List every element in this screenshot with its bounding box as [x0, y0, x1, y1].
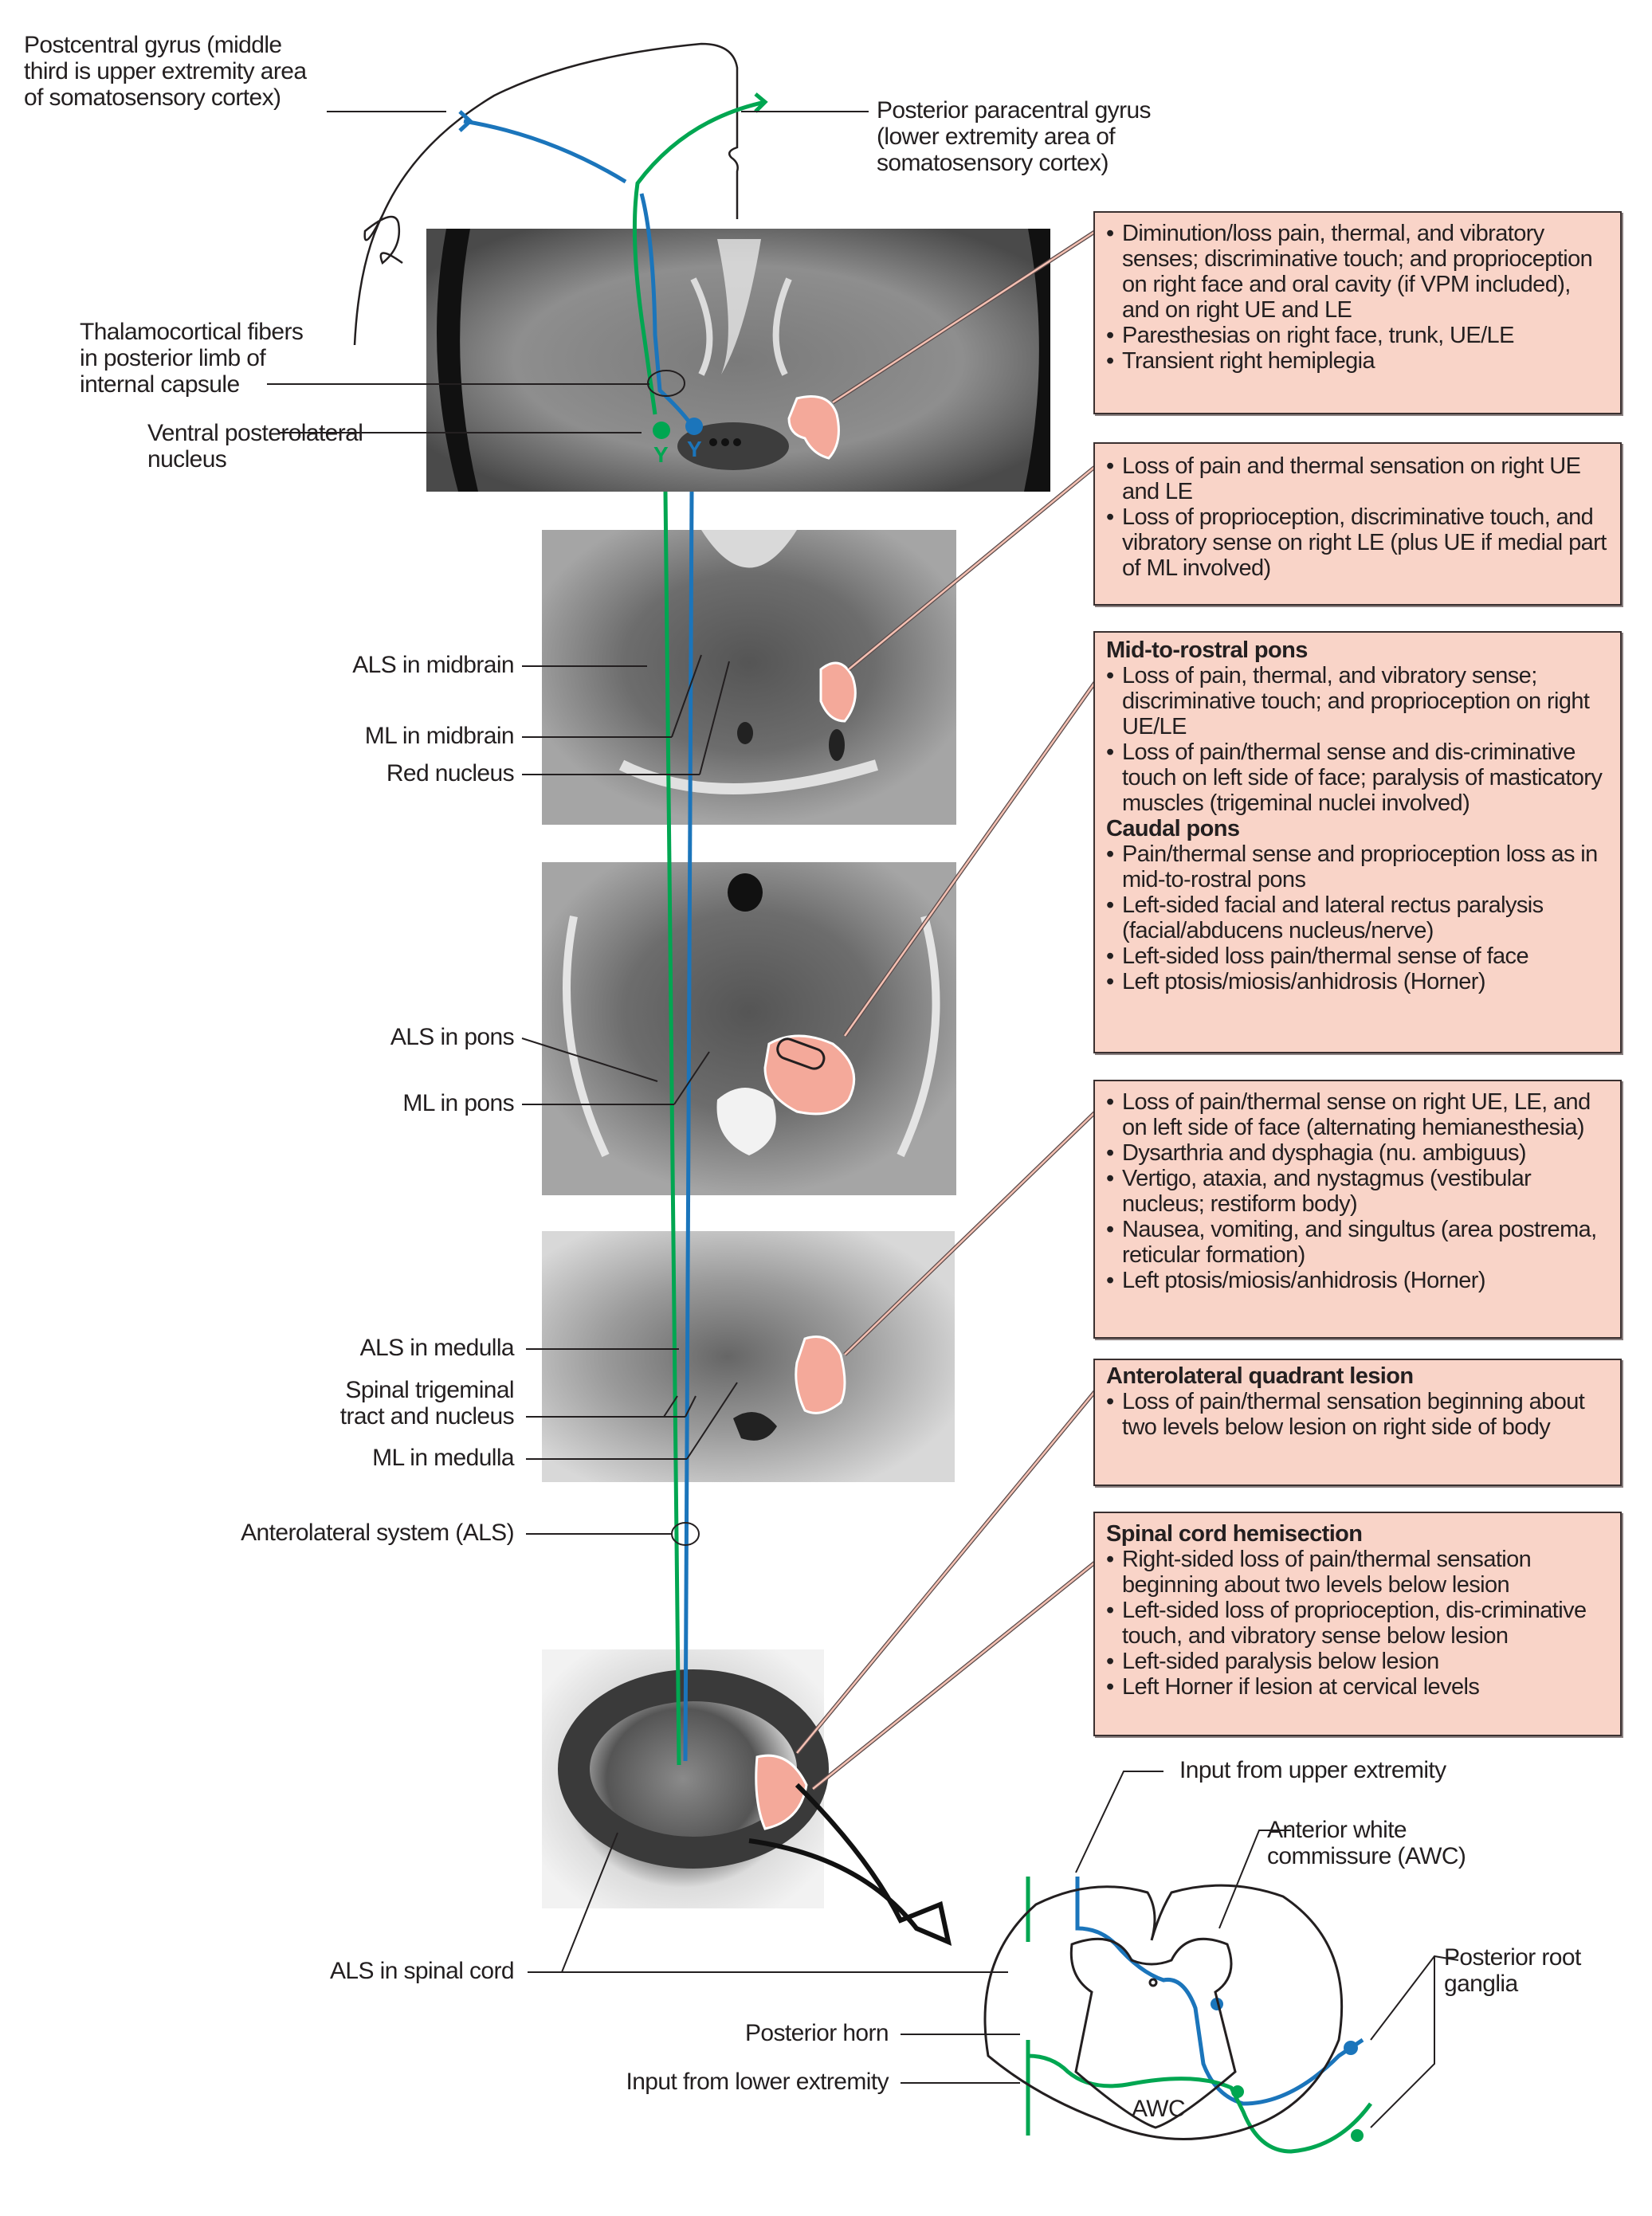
callout-item: Dysarthria and dysphagia (nu. ambiguus)	[1106, 1140, 1611, 1166]
callout-item: Transient right hemiplegia	[1106, 348, 1611, 374]
callout-thalamic-lesion: Diminution/loss pain, thermal, and vibra…	[1093, 211, 1622, 414]
forebrain-mri-panel	[426, 229, 1050, 492]
label-als-medulla: ALS in medulla	[359, 1335, 515, 1361]
cortex-outline	[353, 42, 739, 346]
callout-item: Loss of pain/thermal sense and dis-crimi…	[1106, 739, 1611, 816]
label-posterior-root-ganglia: Posterior root ganglia	[1444, 1944, 1581, 1997]
callout-item: Left-sided paralysis below lesion	[1106, 1649, 1611, 1674]
callout-item: Left-sided facial and lateral rectus par…	[1106, 892, 1611, 943]
lesion-medulla	[795, 1335, 846, 1414]
callout-heading: Spinal cord hemisection	[1106, 1521, 1363, 1547]
callout-anterolateral-quadrant: Anterolateral quadrant lesion Loss of pa…	[1093, 1359, 1622, 1486]
internal-capsule-marker	[647, 370, 685, 397]
callout-item: Loss of pain/thermal sensation beginning…	[1106, 1389, 1611, 1440]
label-ml-medulla: ML in medulla	[372, 1445, 514, 1471]
callout-item: Vertigo, ataxia, and nystagmus (vestibul…	[1106, 1166, 1611, 1217]
callout-item: Paresthesias on right face, trunk, UE/LE	[1106, 323, 1611, 348]
lower-extremity-pathway	[632, 92, 1373, 2154]
label-vpl: Ventral posterolateral nucleus	[147, 420, 363, 473]
label-awc: Anterior white commissure (AWC)	[1267, 1817, 1466, 1869]
pons-mri-panel	[542, 862, 956, 1195]
label-input-lower: Input from lower extremity	[626, 2069, 889, 2095]
awc-neuron-green-icon	[1231, 2085, 1244, 2098]
label-ml-midbrain: ML in midbrain	[364, 723, 515, 749]
lesion-pons	[763, 1034, 856, 1116]
label-thalamocortical-fibers: Thalamocortical fibers in posterior limb…	[80, 319, 304, 398]
callout-heading: Anterolateral quadrant lesion	[1106, 1363, 1414, 1389]
label-ml-pons: ML in pons	[402, 1090, 514, 1116]
callout-item: Left-sided loss of proprioception, dis-c…	[1106, 1598, 1611, 1649]
drg-neuron-green-icon	[1351, 2129, 1364, 2142]
callout-item: Left ptosis/miosis/anhidrosis (Horner)	[1106, 969, 1611, 994]
vpl-neuron-green-icon	[653, 422, 670, 439]
callout-heading: Caudal pons	[1106, 816, 1240, 841]
label-spinal-trigeminal: Spinal trigeminal tract and nucleus	[339, 1377, 515, 1430]
medulla-mri-panel	[542, 1231, 955, 1482]
zoom-arrow-icon	[748, 1783, 952, 1947]
lesion-spinal-cord	[755, 1754, 808, 1830]
callout-item: Pain/thermal sense and proprioception lo…	[1106, 841, 1611, 892]
synapse-blue-icon: Y	[687, 437, 702, 461]
callout-item: Diminution/loss pain, thermal, and vibra…	[1106, 221, 1611, 323]
label-awc-short: AWC	[1132, 2096, 1186, 2122]
callout-item: Left Horner if lesion at cervical levels	[1106, 1674, 1611, 1700]
label-als-midbrain: ALS in midbrain	[352, 652, 514, 678]
drg-neuron-blue-icon	[1344, 2041, 1358, 2055]
callout-item: Loss of proprioception, discriminative t…	[1106, 504, 1611, 581]
callout-heading: Mid-to-rostral pons	[1106, 637, 1308, 663]
label-red-nucleus: Red nucleus	[386, 760, 515, 786]
callout-item: Nausea, vomiting, and singultus (area po…	[1106, 1217, 1611, 1268]
label-input-upper: Input from upper extremity	[1179, 1757, 1446, 1783]
label-als-system: Anterolateral system (ALS)	[241, 1520, 514, 1546]
synapse-green-icon: Y	[653, 442, 669, 467]
callout-item: Left ptosis/miosis/anhidrosis (Horner)	[1106, 1268, 1611, 1293]
label-posterior-horn: Posterior horn	[744, 2020, 889, 2046]
callout-pointers	[795, 229, 1098, 1790]
lesion-midbrain	[819, 661, 857, 723]
callout-item: Loss of pain/thermal sense on right UE, …	[1106, 1089, 1611, 1140]
upper-extremity-pathway	[458, 110, 1364, 2106]
callout-item: Left-sided loss pain/thermal sense of fa…	[1106, 943, 1611, 969]
spinal-cord-diagram	[983, 1884, 1344, 2140]
callout-pons-lesion: Mid-to-rostral pons Loss of pain, therma…	[1093, 631, 1622, 1053]
midbrain-mri-panel	[542, 530, 956, 825]
leader-lines	[267, 111, 1459, 2128]
label-als-spinal-cord: ALS in spinal cord	[329, 1958, 515, 1984]
lesion-thalamus	[787, 395, 840, 460]
cortex-fold	[363, 214, 403, 265]
callout-item: Loss of pain, thermal, and vibratory sen…	[1106, 663, 1611, 739]
callout-spinal-hemisection: Spinal cord hemisection Right-sided loss…	[1093, 1512, 1622, 1736]
callout-item: Right-sided loss of pain/thermal sensati…	[1106, 1547, 1611, 1598]
callout-item: Loss of pain and thermal sensation on ri…	[1106, 453, 1611, 504]
callout-medulla-lesion: Loss of pain/thermal sense on right UE, …	[1093, 1080, 1622, 1339]
label-postcentral-gyrus: Postcentral gyrus (middle third is upper…	[24, 32, 307, 111]
label-posterior-paracentral: Posterior paracentral gyrus (lower extre…	[877, 97, 1152, 176]
label-als-pons: ALS in pons	[390, 1024, 515, 1050]
vpl-neuron-blue-icon	[685, 418, 703, 435]
callout-midbrain-lesion: Loss of pain and thermal sensation on ri…	[1093, 442, 1622, 606]
